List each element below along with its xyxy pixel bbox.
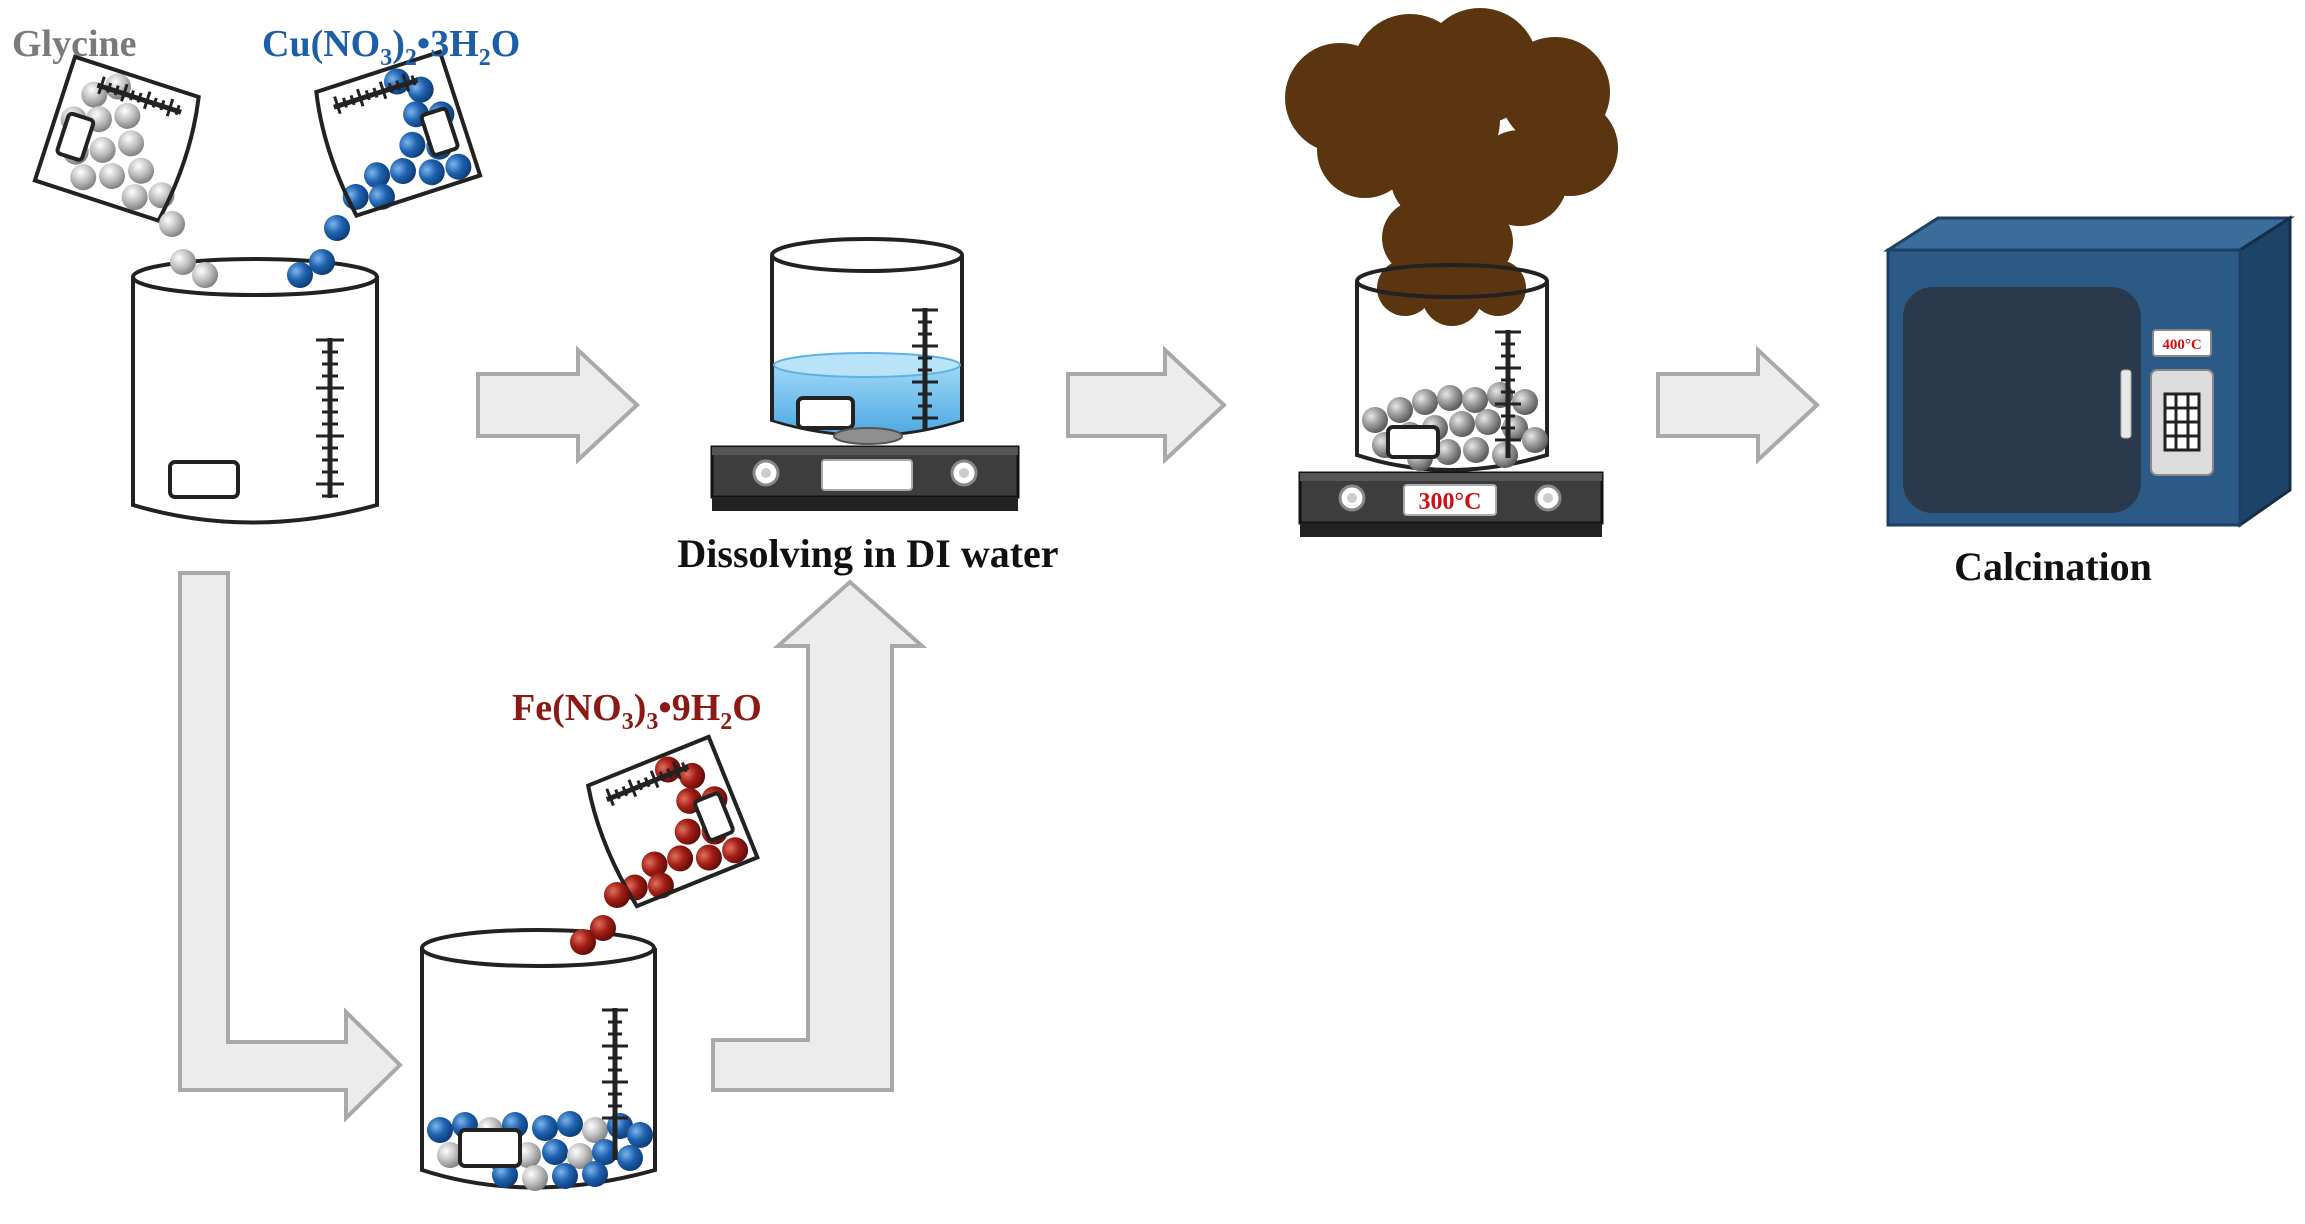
arrow-right-up: [711, 579, 928, 1092]
combustion-beaker: [1355, 281, 1549, 472]
glycine-falling-particles: [159, 211, 218, 288]
magnetic-stirrer: [710, 445, 1020, 511]
iron-nitrate-bottle: [585, 734, 760, 909]
iron-nitrate-label: Fe(NO3)3•9H2O: [512, 687, 762, 735]
copper-nitrate-label: Cu(NO3)2•3H2O: [262, 23, 520, 71]
hotplate-temp-text: 300°C: [1419, 489, 1482, 515]
beaker-empty: [131, 257, 379, 525]
dissolving-beaker: [770, 237, 964, 445]
smoke-cloud: [1285, 8, 1618, 326]
arrow-to-dissolving: [476, 345, 640, 465]
furnace-display: [2152, 329, 2212, 357]
furnace-handle: [2120, 369, 2132, 439]
glycine-bottle: [32, 54, 201, 224]
iron-falling-particles: [570, 882, 630, 955]
glycine-label: Glycine: [12, 23, 137, 65]
beaker-label-box: [168, 460, 240, 499]
copper-falling-particles: [287, 215, 350, 288]
arrow-to-calcination: [1656, 345, 1820, 465]
dissolving-label: Dissolving in DI water: [677, 531, 1058, 576]
hot-plate: 300°C: [1298, 471, 1604, 537]
flow-arrows: [178, 345, 1820, 1123]
combustion-beaker-rim: [1355, 263, 1549, 299]
furnace-window: [1903, 287, 2141, 513]
calcination-label: Calcination: [1954, 544, 2152, 589]
calcination-furnace: 400°C: [1882, 215, 2296, 528]
arrow-to-combustion: [1066, 345, 1227, 465]
beaker-label-box: [458, 1128, 522, 1168]
beaker-mixed: [420, 928, 657, 1191]
beaker-label-box: [796, 396, 855, 430]
copper-nitrate-bottle: [314, 49, 483, 219]
beaker-label-box: [1386, 425, 1440, 459]
furnace-side: [2238, 215, 2292, 528]
furnace-top: [1882, 216, 2296, 252]
arrow-down-right: [178, 571, 403, 1123]
stir-bar: [833, 427, 903, 445]
hotplate-display: [1403, 484, 1497, 516]
furnace-temp-text: 400°C: [2162, 337, 2201, 353]
